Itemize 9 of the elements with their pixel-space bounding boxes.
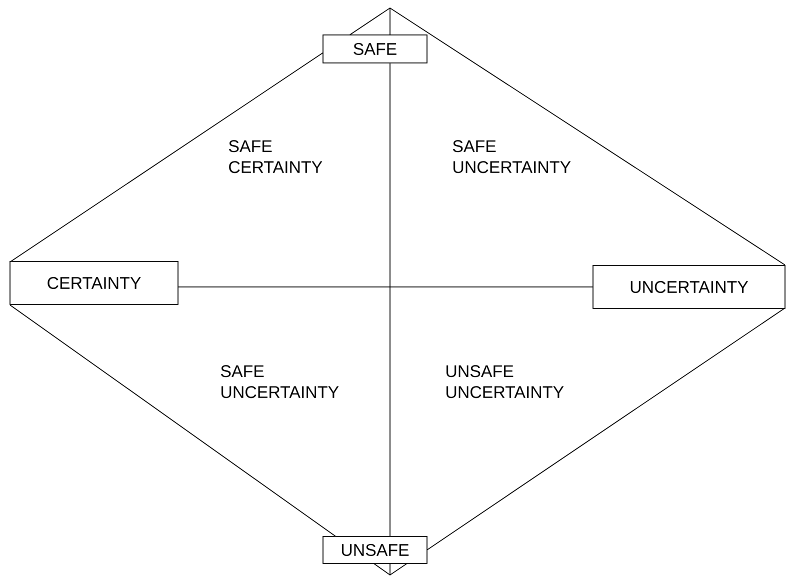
quadrant-label: UNSAFE UNCERTAINTY: [446, 365, 564, 398]
quadrant-label: SAFE UNCERTAINTY: [220, 365, 339, 398]
label-box: UNCERTAINTY: [592, 265, 786, 309]
label-box: CERTAINTY: [10, 261, 178, 305]
quadrant-label: SAFE UNCERTAINTY: [452, 140, 571, 174]
label-box: UNSAFE: [322, 536, 428, 564]
quadrant-label: SAFE CERTAINTY: [228, 140, 322, 174]
label-box: SAFE: [322, 34, 428, 64]
connector-line: [178, 286, 593, 288]
